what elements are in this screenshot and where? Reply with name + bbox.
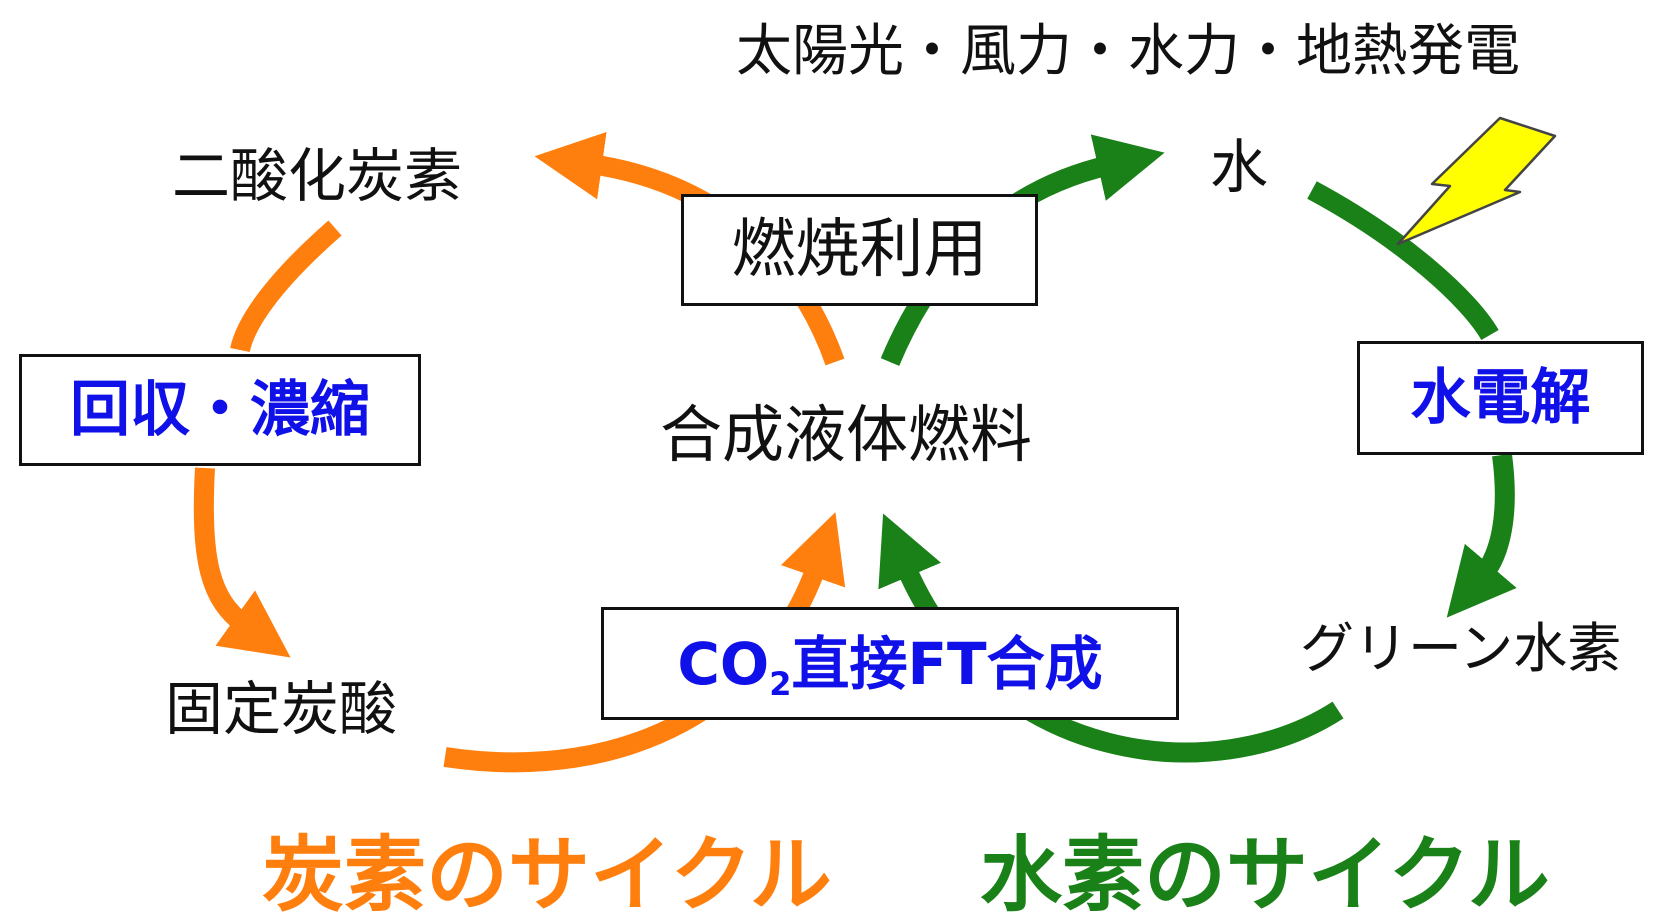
process-box-electrolysis: 水電解: [1357, 341, 1644, 455]
process-box-ft-synthesis: CO2直接FT合成: [601, 607, 1179, 720]
label-water: 水: [1210, 133, 1269, 201]
process-box-combustion: 燃焼利用: [681, 194, 1038, 306]
process-label-combustion: 燃焼利用: [731, 213, 988, 287]
process-label-ft-synthesis: CO2直接FT合成: [677, 635, 1102, 700]
title-hydrogen-cycle: 水素のサイクル: [980, 828, 1550, 923]
label-synthetic-fuel: 合成液体燃料: [660, 398, 1033, 471]
title-carbon-cycle: 炭素のサイクル: [262, 828, 832, 923]
arrow-water-to-electrolysis: [1307, 181, 1499, 341]
ft-subscript: 2: [769, 664, 792, 703]
ft-suffix: 直接FT合成: [791, 629, 1103, 698]
arrow-co2-to-capture: [230, 220, 342, 353]
process-label-capture: 回収・濃縮: [70, 375, 370, 445]
process-label-electrolysis: 水電解: [1410, 363, 1591, 433]
lightning-bolt-icon: [1396, 116, 1557, 246]
label-renewable-power: 太陽光・風力・水力・地熱発電: [736, 19, 1520, 84]
ft-prefix: CO: [677, 629, 770, 698]
label-fixed-carbonate: 固定炭酸: [165, 675, 398, 743]
process-box-capture: 回収・濃縮: [19, 354, 421, 466]
label-co2: 二酸化炭素: [172, 142, 463, 210]
arrow-electrolysis-to-green-hydrogen: [1446, 453, 1517, 618]
arrow-capture-to-fixed-carbonate: [193, 467, 291, 658]
label-green-hydrogen: グリーン水素: [1300, 617, 1622, 680]
